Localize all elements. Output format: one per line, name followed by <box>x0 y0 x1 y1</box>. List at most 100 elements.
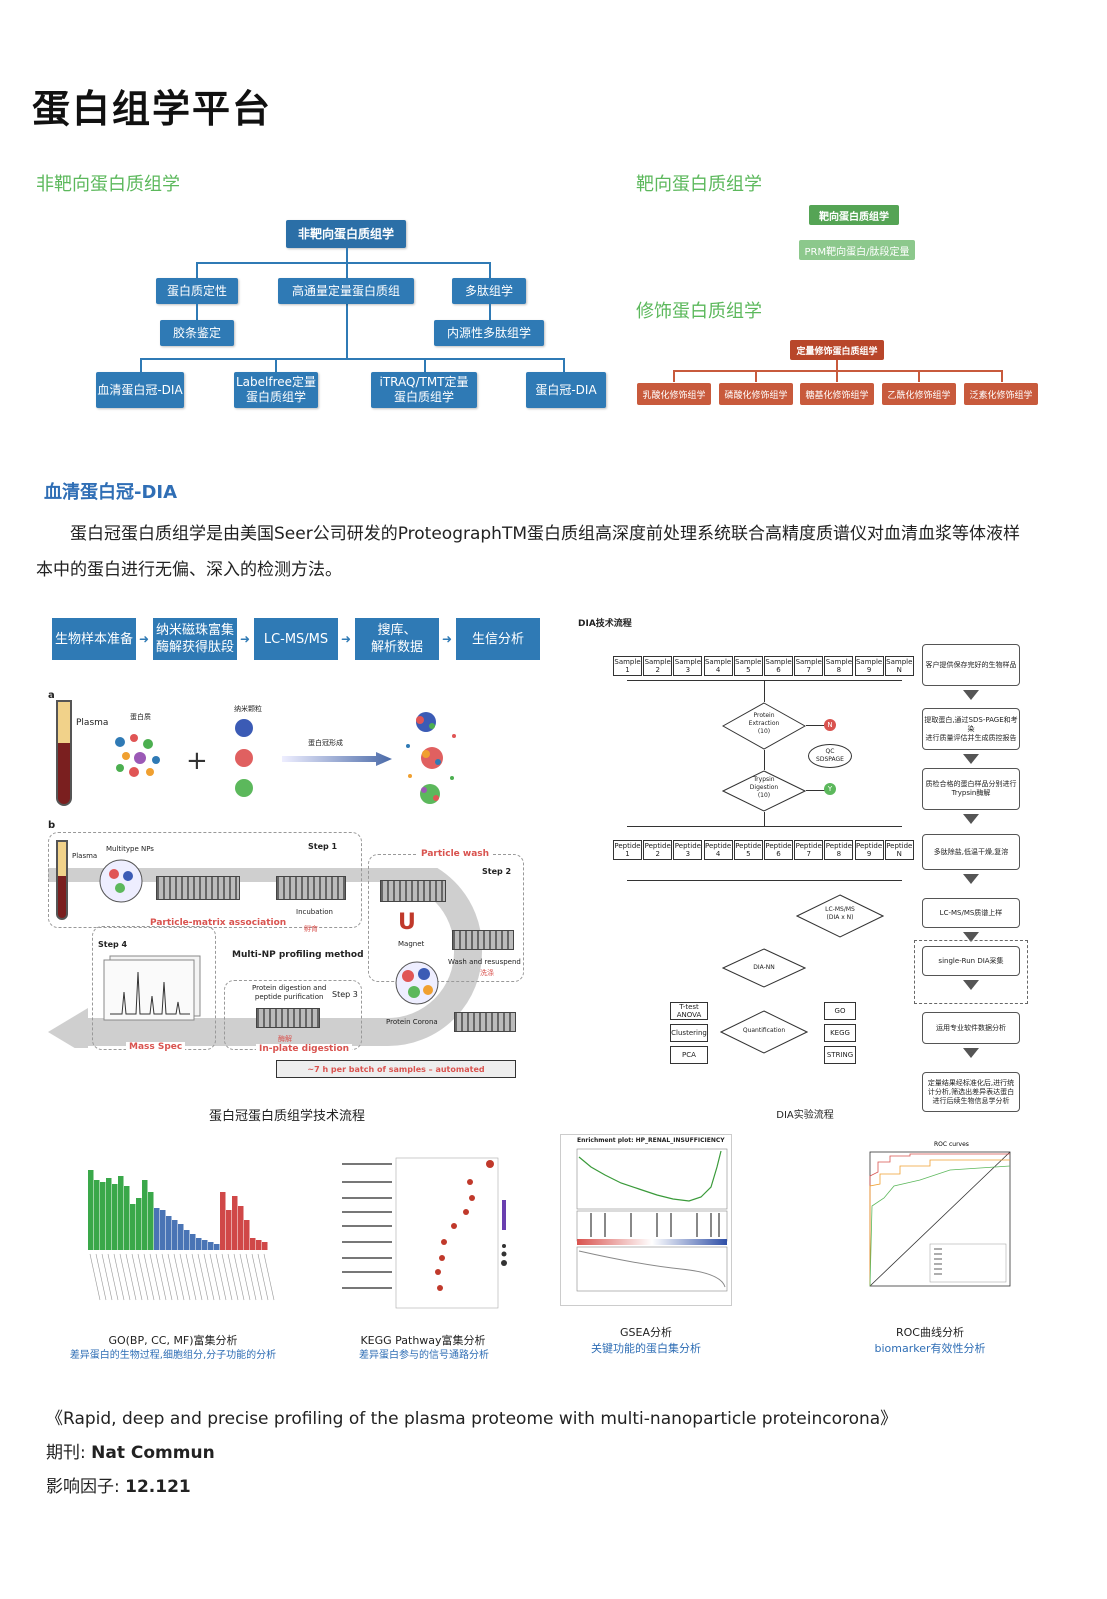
sample-box: Sample 5 <box>733 656 763 676</box>
digestion-label: Protein digestion and peptide purificati… <box>252 984 327 1001</box>
figure-b-label: b <box>48 820 56 831</box>
section-untargeted-title: 非靶向蛋白质组学 <box>36 174 180 195</box>
sample-box: Sample 8 <box>824 656 854 676</box>
kegg-dot <box>467 1179 473 1185</box>
mass-spec-label: Mass Spec <box>126 1042 186 1052</box>
tree-l3-item: 蛋白冠-DIA <box>526 372 606 408</box>
journal-value: Nat Commun <box>91 1443 215 1463</box>
go-tick-label <box>191 1253 203 1301</box>
modified-root: 定量修饰蛋白质组学 <box>790 340 884 360</box>
sample-box: Sample 7 <box>794 656 824 676</box>
roc-title-caption: ROC曲线分析 <box>896 1326 964 1339</box>
modified-child: 糖基化修饰组学 <box>800 383 874 405</box>
dia-figure-caption: DIA实验流程 <box>776 1110 834 1121</box>
plasma-tube-icon <box>56 700 72 806</box>
page-title: 蛋白组学平台 <box>32 87 273 131</box>
figure-a-label: a <box>48 690 55 701</box>
go-title: GO(BP, CC, MF)富集分析 <box>108 1334 238 1347</box>
go-bar <box>190 1234 196 1250</box>
no-marker: N <box>824 719 836 731</box>
dia-side-step: LC-MS/MS质谱上样 <box>922 898 1020 928</box>
go-bar <box>154 1208 160 1250</box>
go-tick-label <box>149 1253 161 1301</box>
kegg-term-label <box>342 1197 392 1199</box>
go-bar <box>88 1170 94 1250</box>
dia-nn-label: DIA-NN <box>753 964 775 971</box>
section-modified-title: 修饰蛋白质组学 <box>636 301 762 322</box>
step4-label: Step 4 <box>98 940 128 949</box>
peptide-box: Peptide 2 <box>643 840 673 860</box>
go-bar <box>214 1244 220 1250</box>
kegg-term-label <box>342 1225 392 1227</box>
go-tick-label <box>251 1253 263 1301</box>
corona-figure-caption: 蛋白冠蛋白质组学技术流程 <box>208 1109 365 1124</box>
go-tick-label <box>179 1253 191 1301</box>
go-tick-label <box>131 1253 143 1301</box>
kegg-subtitle: 差异蛋白参与的信号通路分析 <box>359 1350 489 1361</box>
if-value: 12.121 <box>125 1477 191 1497</box>
kegg-dot <box>441 1239 447 1245</box>
tree-l3-item: Labelfree定量 蛋白质组学 <box>234 372 318 408</box>
roc-subtitle: biomarker有效性分析 <box>874 1342 986 1355</box>
sample-box: Sample 1 <box>613 656 642 676</box>
go-bar <box>100 1182 106 1250</box>
go-tick-label <box>113 1253 125 1301</box>
tree-l1-item: 高通量定量蛋白质组 <box>278 278 414 304</box>
tree-l2-item: 内源性多肽组学 <box>434 320 544 346</box>
plate-icon <box>256 1008 320 1028</box>
workflow-step: 纳米磁珠富集 酶解获得肽段 <box>153 618 237 660</box>
go-tick-label <box>239 1253 251 1301</box>
tree-l3-item: iTRAQ/TMT定量 蛋白质组学 <box>371 372 477 408</box>
plasma-b-label: Plasma <box>72 852 98 860</box>
kegg-term-label <box>342 1241 392 1243</box>
kegg-term-label <box>342 1271 392 1273</box>
inplate-label: In-plate digestion <box>256 1044 353 1054</box>
peptide-box: Peptide 9 <box>854 840 884 860</box>
down-arrow-icon <box>963 754 979 764</box>
peptide-box: Peptide 1 <box>613 840 642 860</box>
dia-right-box: STRING <box>824 1046 856 1064</box>
dia-right-box: KEGG <box>824 1024 856 1042</box>
incubation-cn-label: 孵育 <box>304 925 318 933</box>
go-tick-label <box>203 1253 215 1301</box>
protein-extraction-diamond <box>722 702 806 750</box>
kegg-term-label <box>342 1181 392 1183</box>
peptide-box: Peptide 6 <box>764 840 793 860</box>
sample-box: Sample N <box>884 656 914 676</box>
nanoparticle-icons <box>235 719 253 797</box>
kegg-term-label <box>342 1287 392 1289</box>
go-tick-label <box>95 1253 107 1301</box>
targeted-child: PRM靶向蛋白/肽段定量 <box>799 240 915 260</box>
protein-cluster-icon <box>115 734 160 777</box>
modified-child: 乙酰化修饰组学 <box>882 383 956 405</box>
peptide-box: Peptide 4 <box>703 840 733 860</box>
multi-np-title: Multi-NP profiling method <box>232 950 364 960</box>
protein-corona-icon <box>395 961 439 1005</box>
peptide-box: Peptide 7 <box>794 840 824 860</box>
modified-child: 磷酸化修饰组学 <box>719 383 793 405</box>
go-tick-label <box>233 1253 245 1301</box>
protein-label: 蛋白质 <box>130 713 151 721</box>
citation-paper: 《Rapid, deep and precise profiling of th… <box>46 1409 898 1429</box>
workflow-step: 生物样本准备 <box>52 618 136 660</box>
dia-side-step: single-Run DIA采集 <box>922 946 1020 976</box>
intro-paragraph: 蛋白冠蛋白质组学是由美国Seer公司研发的ProteographTM蛋白质组高深… <box>36 524 1021 580</box>
workflow-step: 搜库、 解析数据 <box>355 618 439 660</box>
go-bar <box>244 1220 250 1250</box>
down-arrow-icon <box>963 690 979 700</box>
dia-side-step: 运用专业软件数据分析 <box>922 1012 1020 1044</box>
gsea-subtitle: 关键功能的蛋白集分析 <box>591 1342 701 1355</box>
go-bar <box>220 1192 226 1250</box>
sample-box: Sample 2 <box>643 656 673 676</box>
protein-extraction-label: Protein Extraction (10) <box>748 712 780 735</box>
go-bar <box>94 1180 100 1250</box>
section-targeted-title: 靶向蛋白质组学 <box>636 174 762 195</box>
targeted-root: 靶向蛋白质组学 <box>809 205 899 225</box>
gsea-title: GSEA分析 <box>620 1326 672 1339</box>
modified-child: 泛素化修饰组学 <box>964 383 1038 405</box>
down-arrow-icon <box>963 874 979 884</box>
go-bar <box>106 1178 112 1250</box>
kegg-term-label <box>342 1163 392 1165</box>
go-tick-label <box>119 1253 131 1301</box>
incubation-label: Incubation <box>296 908 333 916</box>
